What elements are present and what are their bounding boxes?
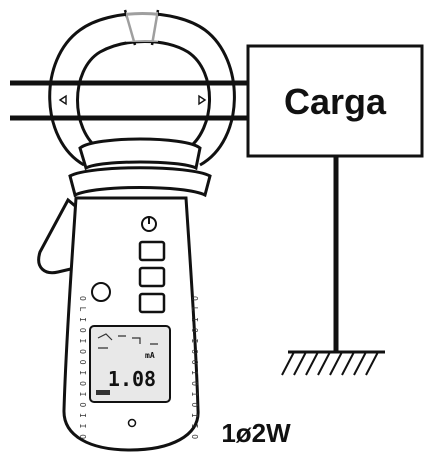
- collar-upper: [78, 137, 202, 171]
- arrow-left-icon: [58, 94, 67, 106]
- config-label: 1ø2W: [221, 418, 291, 448]
- lcd-reading: 1.08: [108, 367, 156, 391]
- load-box: Carga: [246, 44, 424, 158]
- function-button-3[interactable]: [138, 292, 166, 314]
- function-button-2[interactable]: [138, 266, 166, 288]
- load-label: Carga: [284, 81, 387, 122]
- meter-collar: [68, 137, 212, 198]
- meter-body: O L I O I O O I O I O I I O O L I O I O …: [62, 196, 200, 452]
- collar-lower: [68, 166, 212, 198]
- power-icon[interactable]: [141, 216, 157, 232]
- wires: [10, 80, 248, 121]
- clamp-jaw: [48, 9, 236, 167]
- trigger-lever[interactable]: [37, 197, 82, 275]
- jaw-gap: [126, 12, 158, 42]
- lcd-unit: mA: [145, 351, 155, 360]
- ground-hatching: [281, 351, 379, 376]
- side-markings-left: O L I O I O O I O I O I I O: [78, 296, 87, 440]
- hold-button[interactable]: [91, 282, 111, 302]
- function-button-1[interactable]: [138, 240, 166, 262]
- ground-connection: [281, 156, 385, 376]
- jaw-inner: [76, 40, 211, 152]
- lcd-display: [89, 325, 171, 403]
- arrow-right-icon: [198, 94, 207, 106]
- lcd-indicators: [97, 333, 158, 349]
- lcd-mode-tag: [96, 390, 110, 395]
- bottom-screw: [127, 418, 137, 428]
- side-markings-right: O L I O I O O I O I O I I O: [190, 296, 199, 440]
